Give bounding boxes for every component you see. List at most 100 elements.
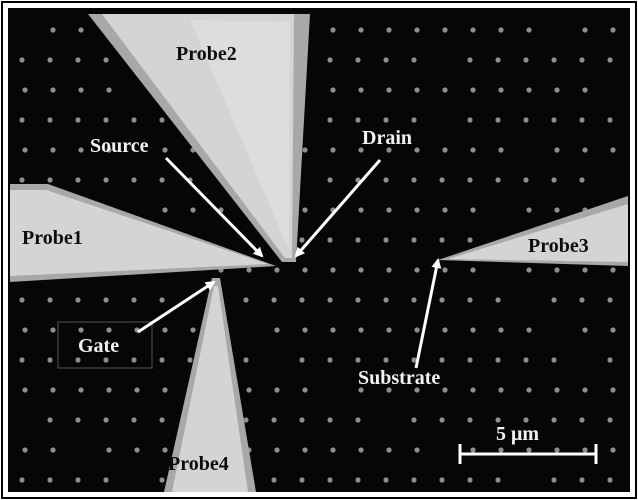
array-dot — [106, 87, 112, 93]
array-dot — [162, 447, 168, 453]
probe1-label: Probe1 — [22, 227, 83, 249]
array-dot — [103, 477, 109, 483]
array-dot — [271, 477, 277, 483]
array-dot — [22, 387, 28, 393]
array-dot — [106, 387, 112, 393]
array-dot — [498, 147, 504, 153]
array-dot — [411, 57, 417, 63]
array-dot — [526, 387, 532, 393]
substrate-label: Substrate — [358, 367, 441, 389]
array-dot — [47, 57, 53, 63]
array-dot — [355, 357, 361, 363]
drain-arrow — [294, 159, 382, 258]
array-dot — [103, 57, 109, 63]
array-dot — [439, 477, 445, 483]
array-dot — [610, 327, 616, 333]
array-dot — [299, 477, 305, 483]
array-dot — [302, 147, 308, 153]
array-dot — [495, 177, 501, 183]
array-dot — [330, 267, 336, 273]
array-dot — [75, 417, 81, 423]
array-dot — [383, 237, 389, 243]
array-dot — [526, 267, 532, 273]
array-dot — [498, 447, 504, 453]
array-dot — [439, 177, 445, 183]
array-dot — [495, 417, 501, 423]
array-dot — [386, 87, 392, 93]
array-dot — [159, 117, 165, 123]
array-dot — [551, 357, 557, 363]
array-dot — [19, 297, 25, 303]
array-dot — [442, 147, 448, 153]
array-dot — [498, 387, 504, 393]
array-dot — [467, 297, 473, 303]
array-dot — [467, 417, 473, 423]
array-dot — [50, 27, 56, 33]
scale-bar — [458, 444, 598, 464]
array-dot — [526, 447, 532, 453]
source-label: Source — [90, 135, 149, 157]
array-dot — [470, 147, 476, 153]
array-dot — [386, 27, 392, 33]
array-dot — [498, 87, 504, 93]
array-dot — [414, 87, 420, 93]
array-dot — [330, 327, 336, 333]
array-dot — [355, 477, 361, 483]
array-dot — [299, 357, 305, 363]
array-dot — [523, 177, 529, 183]
array-dot — [523, 57, 529, 63]
array-dot — [19, 177, 25, 183]
array-dot — [411, 417, 417, 423]
array-dot — [523, 417, 529, 423]
array-dot — [411, 237, 417, 243]
array-dot — [579, 177, 585, 183]
array-dot — [106, 327, 112, 333]
array-dot — [467, 477, 473, 483]
array-dot — [274, 267, 280, 273]
probe3-tip — [438, 196, 628, 266]
array-dot — [383, 357, 389, 363]
array-dot — [131, 177, 137, 183]
array-dot — [610, 267, 616, 273]
array-dot — [327, 57, 333, 63]
probe2-label: Probe2 — [176, 43, 237, 65]
probe2-tip — [88, 14, 310, 262]
array-dot — [470, 87, 476, 93]
array-dot — [106, 447, 112, 453]
array-dot — [75, 357, 81, 363]
array-dot — [355, 177, 361, 183]
array-dot — [355, 417, 361, 423]
array-dot — [442, 87, 448, 93]
array-dot — [551, 117, 557, 123]
array-dot — [554, 387, 560, 393]
array-dot — [523, 117, 529, 123]
array-dot — [607, 477, 613, 483]
array-dot — [103, 177, 109, 183]
array-dot — [190, 327, 196, 333]
array-dot — [551, 177, 557, 183]
array-dot — [610, 447, 616, 453]
probe4-label: Probe4 — [168, 453, 229, 475]
array-dot — [439, 357, 445, 363]
array-dot — [579, 297, 585, 303]
array-dot — [579, 117, 585, 123]
array-dot — [411, 297, 417, 303]
array-dot — [50, 327, 56, 333]
array-dot — [439, 297, 445, 303]
array-dot — [579, 417, 585, 423]
dot-array — [19, 27, 616, 483]
array-dot — [467, 237, 473, 243]
array-dot — [302, 327, 308, 333]
array-dot — [526, 87, 532, 93]
array-dot — [131, 297, 137, 303]
array-dot — [271, 297, 277, 303]
array-dot — [523, 357, 529, 363]
array-dot — [607, 297, 613, 303]
array-dot — [131, 357, 137, 363]
array-dot — [414, 207, 420, 213]
array-dot — [386, 207, 392, 213]
array-dot — [470, 447, 476, 453]
array-dot — [470, 27, 476, 33]
array-dot — [414, 327, 420, 333]
